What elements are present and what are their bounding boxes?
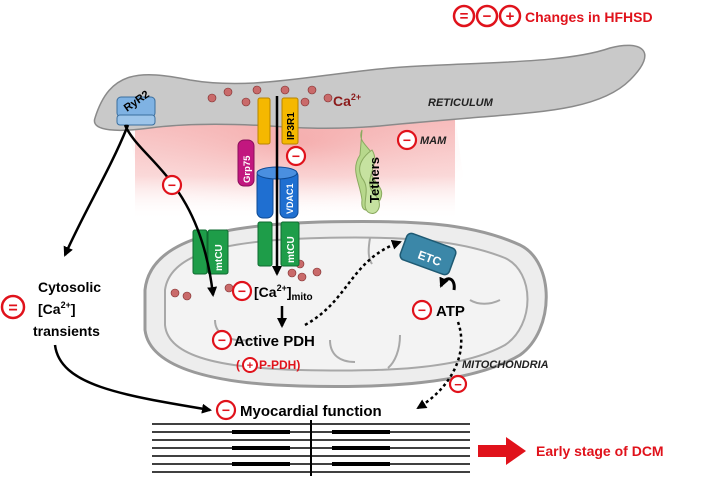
- ca-mito-label: [Ca2+]mito: [254, 283, 313, 303]
- minus-badge-atp-myocardial: −: [448, 374, 468, 394]
- ip3r1-label: IP3R1: [286, 112, 297, 140]
- cytosolic-line2: [Ca2+]: [38, 300, 76, 317]
- minus-badge-ryr2: −: [161, 174, 183, 196]
- arrow-etc-to-atp: [439, 276, 456, 291]
- legend-plus-symbol: +: [506, 8, 515, 25]
- early-stage-arrow: [478, 437, 526, 465]
- svg-text:−: −: [403, 132, 411, 148]
- cytosolic-line1: Cytosolic: [38, 279, 101, 295]
- tethers: [355, 129, 383, 214]
- grp75-label: Grp75: [242, 155, 253, 183]
- svg-text:−: −: [238, 283, 246, 299]
- svg-text:+: +: [247, 360, 253, 372]
- arrow-ryr2-to-cytosolic: [63, 124, 130, 257]
- svg-text:−: −: [222, 402, 230, 418]
- svg-text:=: =: [8, 300, 17, 317]
- mam-label: MAM: [420, 135, 447, 147]
- atp-label: ATP: [436, 303, 465, 320]
- minus-badge-atp: −: [411, 299, 433, 321]
- mtcu-right-b: [280, 221, 300, 267]
- arrow-pdh-to-etc: [304, 240, 402, 327]
- mtcu-right-label: mtCU: [286, 236, 297, 263]
- reticulum-ca-label: Ca2+: [333, 92, 361, 109]
- mitochondria-label: MITOCHONDRIA: [462, 359, 549, 371]
- minus-badge-mam: −: [396, 129, 418, 151]
- minus-badge-ca-mito: −: [231, 280, 253, 302]
- ppdh-label: P-PDH): [259, 358, 300, 372]
- active-pdh-label: Active PDH: [234, 333, 315, 350]
- legend-minus-symbol: −: [483, 8, 492, 25]
- equal-badge-cytosolic: =: [0, 294, 26, 320]
- grp75: [237, 139, 255, 187]
- sarcomere-bands: [232, 430, 390, 466]
- reticulum-ca-ions: [207, 85, 333, 107]
- legend-equal-symbol: =: [460, 8, 469, 25]
- plus-badge-ppdh: +: [242, 357, 258, 373]
- crista-3: [387, 334, 401, 369]
- vdac1-label: VDAC1: [285, 183, 295, 214]
- svg-text:−: −: [218, 332, 226, 348]
- mtcu-left-a: [192, 229, 208, 275]
- reticulum-label: RETICULUM: [428, 97, 494, 109]
- ip3r1-left-half: [257, 97, 271, 145]
- legend-text: Changes in HFHSD: [525, 9, 653, 25]
- crista-4: [367, 237, 373, 265]
- svg-text:−: −: [454, 377, 462, 392]
- mtcu-left-label: mtCU: [214, 244, 225, 271]
- etc-complex: [399, 232, 457, 276]
- mtcu-left-b: [207, 229, 229, 275]
- tethers-label: Tethers: [367, 157, 382, 203]
- ip3r1-right-half: [281, 97, 299, 145]
- legend-minus-icon: [475, 4, 499, 28]
- ryr2-channel: [116, 96, 156, 126]
- crista-5: [469, 299, 501, 305]
- mito-ca-ions: [170, 259, 322, 301]
- myocardial-function-label: Myocardial function: [240, 403, 382, 420]
- arrow-cytosolic-to-myocardial: [53, 344, 212, 414]
- mtcu-right-a: [257, 221, 273, 267]
- legend-plus-icon: [498, 4, 522, 28]
- legend-equal-icon: [452, 4, 476, 28]
- svg-text:−: −: [418, 302, 426, 318]
- minus-badges: − − − − − − − −: [0, 129, 468, 421]
- svg-text:−: −: [168, 177, 176, 193]
- ppdh-open-paren: (: [236, 358, 240, 372]
- minus-badge-ip3r1: −: [285, 145, 307, 167]
- legend-symbols: = − +: [452, 4, 522, 28]
- minus-badge-myocardial: −: [215, 399, 237, 421]
- cytosolic-line3: transients: [33, 323, 100, 339]
- svg-text:−: −: [292, 148, 300, 164]
- early-stage-label: Early stage of DCM: [536, 443, 664, 459]
- reticulum: [93, 44, 646, 132]
- minus-badge-active-pdh: −: [211, 329, 233, 351]
- crista-2: [329, 339, 356, 363]
